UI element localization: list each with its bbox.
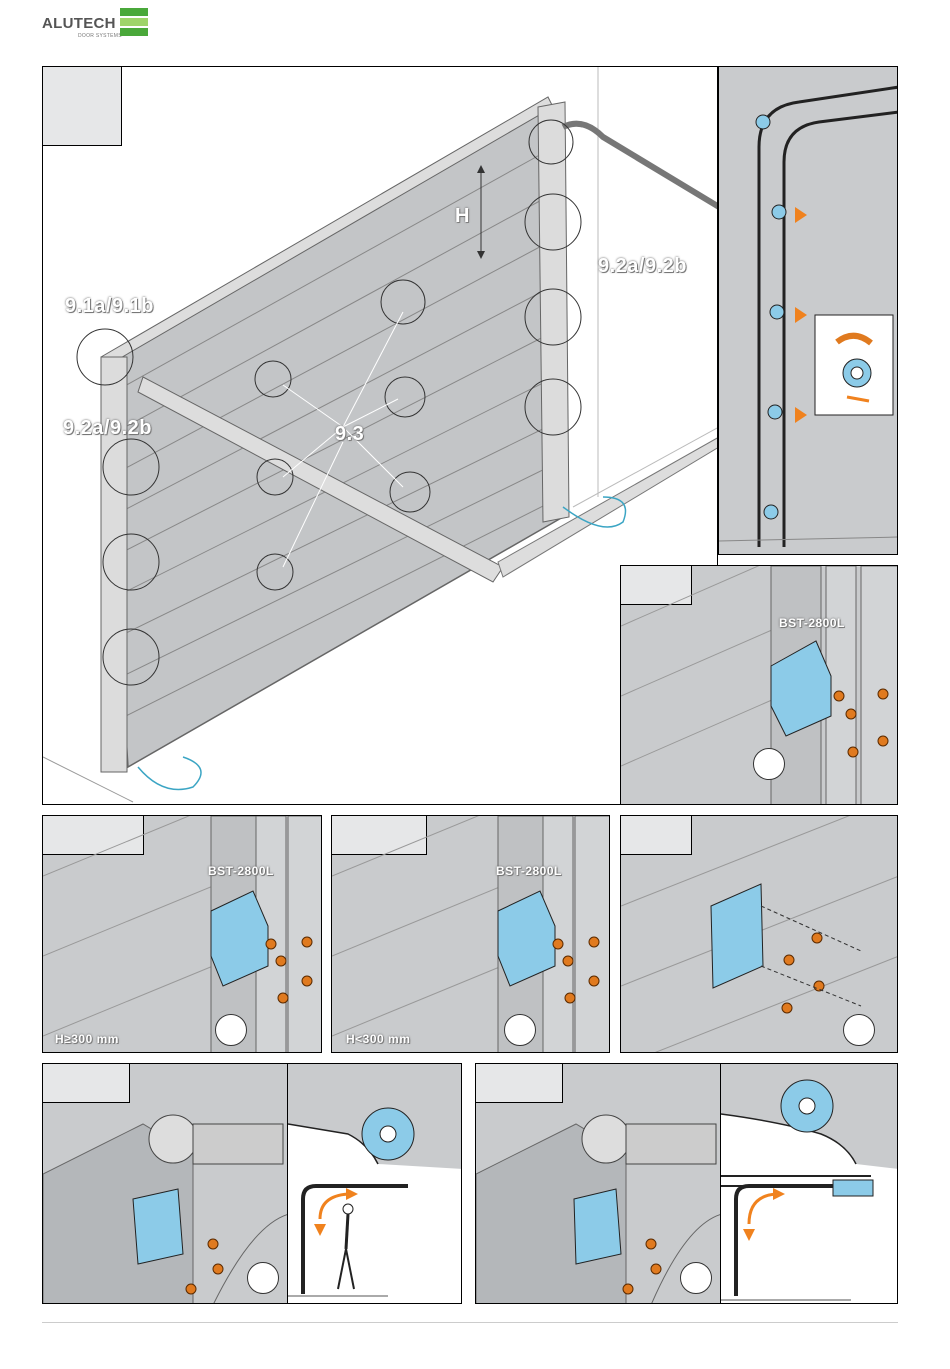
- hinge-panel-exploded: [620, 815, 898, 1053]
- hinge-panel-h-ge: BST-2800L H≥300 mm: [42, 815, 322, 1053]
- callout-9-2-left: 9.2a/9.2b: [63, 417, 152, 440]
- brand-tagline: DOOR SYSTEMS: [78, 33, 122, 39]
- callout-9-1: 9.1a/9.1b: [65, 295, 154, 318]
- hinge-model-label: BST-2800L: [496, 864, 562, 878]
- track-detail-drawing: [719, 67, 898, 555]
- manual-operation-panel: [287, 1063, 462, 1304]
- automatic-operation-drawing: [721, 1064, 898, 1304]
- logo-stripe-1: [120, 8, 148, 16]
- main-figure-panel: H 9.1a/9.1b 9.2a/9.2b 9.2a/9.2b 9.3: [42, 66, 718, 805]
- height-label: H: [455, 205, 470, 228]
- step-number-circle: [504, 1014, 536, 1046]
- automatic-operation-panel: [720, 1063, 898, 1304]
- logo-stripe-2: [120, 18, 148, 26]
- step-number-circle: [247, 1262, 279, 1294]
- hinge-panel-h-lt: BST-2800L H<300 mm: [331, 815, 610, 1053]
- hinge-model-label: BST-2800L: [208, 864, 274, 878]
- track-detail-panel: [718, 66, 898, 555]
- condition-label: H≥300 mm: [55, 1032, 119, 1046]
- callout-9-3: 9.3: [335, 423, 364, 446]
- brand-name: ALUTECH: [42, 15, 116, 32]
- hinge-h-lt-drawing: [332, 816, 610, 1053]
- hinge-model-label: BST-2800L: [779, 616, 845, 630]
- bracket-panel-operator: [475, 1063, 721, 1304]
- bracket-panel-manual: [42, 1063, 288, 1304]
- step-number-circle: [215, 1014, 247, 1046]
- hinge-detail-panel-main: BST-2800L: [620, 565, 898, 805]
- step-number-circle: [843, 1014, 875, 1046]
- condition-label: H<300 mm: [346, 1032, 410, 1046]
- footer-rule: [42, 1322, 898, 1323]
- logo-stripe-3: [120, 28, 148, 36]
- step-number-circle: [753, 748, 785, 780]
- hinge-h-ge-drawing: [43, 816, 322, 1053]
- manual-operation-drawing: [288, 1064, 462, 1304]
- step-number-circle: [680, 1262, 712, 1294]
- callout-9-2-right: 9.2a/9.2b: [598, 255, 687, 278]
